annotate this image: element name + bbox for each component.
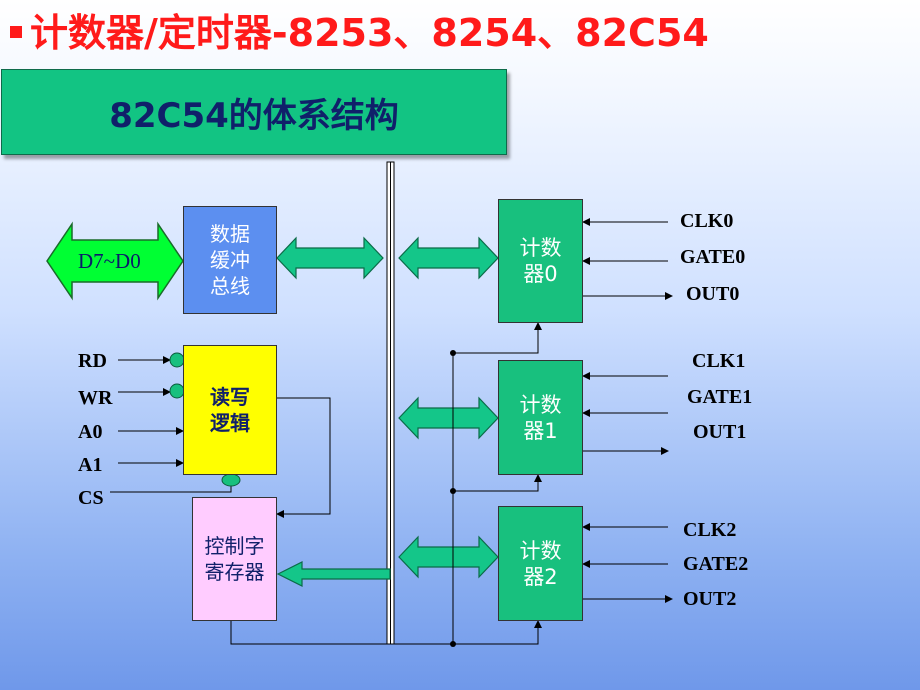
a1-label: A1: [78, 454, 103, 476]
slide-title: 计数器/定时器-8253、8254、82C54: [30, 11, 709, 55]
wr-inversion-bubble: [169, 383, 185, 399]
wr-label: WR: [78, 387, 113, 409]
out1-label: OUT1: [693, 421, 747, 443]
counter1-block: 计数 器1: [498, 360, 583, 475]
clk0-label: CLK0: [680, 210, 734, 232]
cs-inversion-bubble: [221, 473, 241, 487]
out0-label: OUT0: [686, 283, 740, 305]
counter0-block: 计数 器0: [498, 199, 583, 323]
buffer-bus-arrow: [276, 236, 384, 280]
gate0-label: GATE0: [680, 246, 746, 268]
title-bullet: [10, 26, 22, 38]
counter2-bus-arrow: [398, 535, 499, 579]
counter2-block: 计数 器2: [498, 506, 583, 621]
clk2-label: CLK2: [683, 519, 737, 541]
subtitle-box: 82C54的体系结构: [1, 69, 507, 155]
gate1-label: GATE1: [687, 386, 753, 408]
cs-label: CS: [78, 487, 104, 509]
control-word-register-block: 控制字 寄存器: [192, 497, 277, 621]
ctrl-reg-arrow: [276, 561, 391, 587]
gate2-label: GATE2: [683, 553, 749, 575]
data-buffer-block: 数据 缓冲 总线: [183, 206, 277, 314]
rd-inversion-bubble: [169, 352, 185, 368]
clk1-label: CLK1: [692, 350, 746, 372]
counter1-bus-arrow: [398, 396, 499, 440]
read-write-logic-block: 读写 逻辑: [183, 345, 277, 475]
a0-label: A0: [78, 421, 103, 443]
data-bus-label: D7~D0: [78, 249, 141, 273]
counter0-bus-arrow: [398, 236, 499, 280]
rd-label: RD: [78, 350, 107, 372]
out2-label: OUT2: [683, 588, 737, 610]
